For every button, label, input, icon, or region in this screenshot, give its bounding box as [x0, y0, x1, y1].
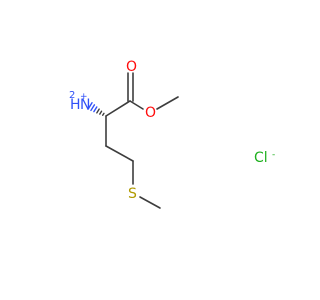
- sulfur-label: S: [128, 186, 137, 202]
- hash-segment: [87, 102, 93, 110]
- hydrogen-count-label: 2: [69, 90, 75, 101]
- bond-cbeta-cgamma: [105, 145, 134, 162]
- ester-oxygen-label: O: [145, 105, 156, 121]
- hash-segment: [99, 110, 103, 115]
- hash-segment: [90, 104, 96, 112]
- carbonyl-oxygen-label: O: [126, 59, 137, 75]
- hash-segment: [102, 112, 105, 116]
- chloride-label: Cl: [254, 150, 268, 166]
- bond-oester-methyl: [156, 96, 179, 110]
- bond-calpha-ccarbonyl: [105, 100, 131, 117]
- nitrogen-label: N: [80, 97, 90, 113]
- hydrogen-label: H: [70, 97, 81, 113]
- bond-s-methyl: [139, 196, 161, 209]
- ammonium-charge-label: +: [80, 92, 88, 102]
- chloride-charge-label: -: [272, 150, 275, 160]
- chloride-counterion: Cl -: [254, 150, 275, 166]
- stereo-hashed-wedge-bond: [87, 102, 105, 116]
- bond-ccarbonyl-oester: [129, 100, 144, 110]
- molecule-structure-drawing: H 2 + N O O S Cl -: [69, 59, 275, 209]
- hash-segment: [93, 106, 98, 113]
- hash-segment: [96, 108, 100, 114]
- ammonium-group-label: H 2 + N: [69, 90, 90, 113]
- bond-lines: [105, 72, 179, 209]
